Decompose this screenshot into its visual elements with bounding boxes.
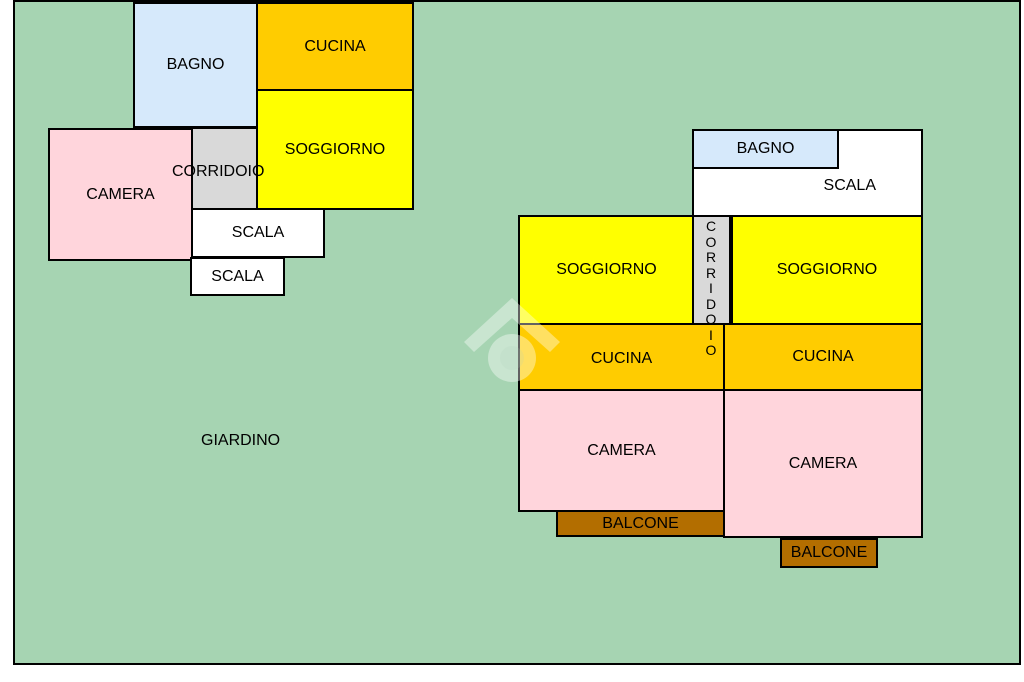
room-scala-left-1: SCALA [191, 208, 325, 258]
room-soggiorno-left: SOGGIORNO [256, 89, 414, 210]
room-camera-right-b: CAMERA [723, 389, 923, 538]
room-cucina-right-b: CUCINA [723, 323, 923, 391]
room-camera-right-a-label: CAMERA [587, 441, 656, 459]
room-cucina-right-b-label: CUCINA [792, 348, 854, 365]
garden-label: GIARDINO [201, 432, 281, 449]
balcone-right-b-label: BALCONE [790, 544, 868, 561]
balcone-right-a: BALCONE [556, 510, 725, 537]
room-soggiorno-right-b: SOGGIORNO [731, 215, 923, 325]
balcone-right-b: BALCONE [780, 538, 878, 568]
room-corridoio-left-label: CORRIDOIO [172, 163, 265, 180]
room-soggiorno-right-a: SOGGIORNO [518, 215, 695, 325]
room-soggiorno-right-b-label: SOGGIORNO [776, 261, 878, 278]
room-bagno-left-label: BAGNO [166, 56, 225, 73]
corridoio-letter: I [709, 280, 713, 296]
room-scala-right-label: SCALA [823, 177, 876, 194]
room-bagno-right-label: BAGNO [736, 140, 795, 157]
room-soggiorno-right-a-label: SOGGIORNO [556, 261, 657, 278]
corridoio-letter: C [705, 218, 717, 234]
room-corridoio-right-label: C O R R I D O I O [702, 218, 720, 359]
room-scala-left-1-label: SCALA [231, 224, 285, 241]
balcone-right-a-label: BALCONE [602, 514, 679, 532]
corridoio-letter: D [705, 295, 717, 312]
corridoio-letter: O [705, 311, 717, 327]
room-soggiorno-left-label: SOGGIORNO [284, 140, 386, 158]
room-cucina-left: CUCINA [256, 2, 414, 91]
corridoio-letter: I [709, 326, 713, 343]
room-scala-left-2: SCALA [190, 257, 285, 296]
room-cucina-right-a-label: CUCINA [590, 349, 653, 367]
room-corridoio-left [191, 127, 258, 210]
house-logo-icon [464, 298, 560, 382]
room-camera-right-a: CAMERA [518, 389, 725, 512]
room-bagno-right: BAGNO [692, 129, 839, 169]
room-bagno-left: BAGNO [133, 2, 258, 128]
corridoio-letter: R [705, 264, 717, 281]
corridoio-letter: R [705, 249, 717, 265]
room-camera-left-label: CAMERA [86, 185, 155, 203]
room-cucina-left-label: CUCINA [304, 37, 366, 55]
corridoio-letter: O [705, 342, 717, 358]
room-camera-left: CAMERA [48, 128, 193, 261]
room-camera-right-b-label: CAMERA [788, 454, 858, 472]
room-scala-left-2-label: SCALA [211, 267, 264, 285]
corridoio-letter: O [705, 233, 717, 250]
